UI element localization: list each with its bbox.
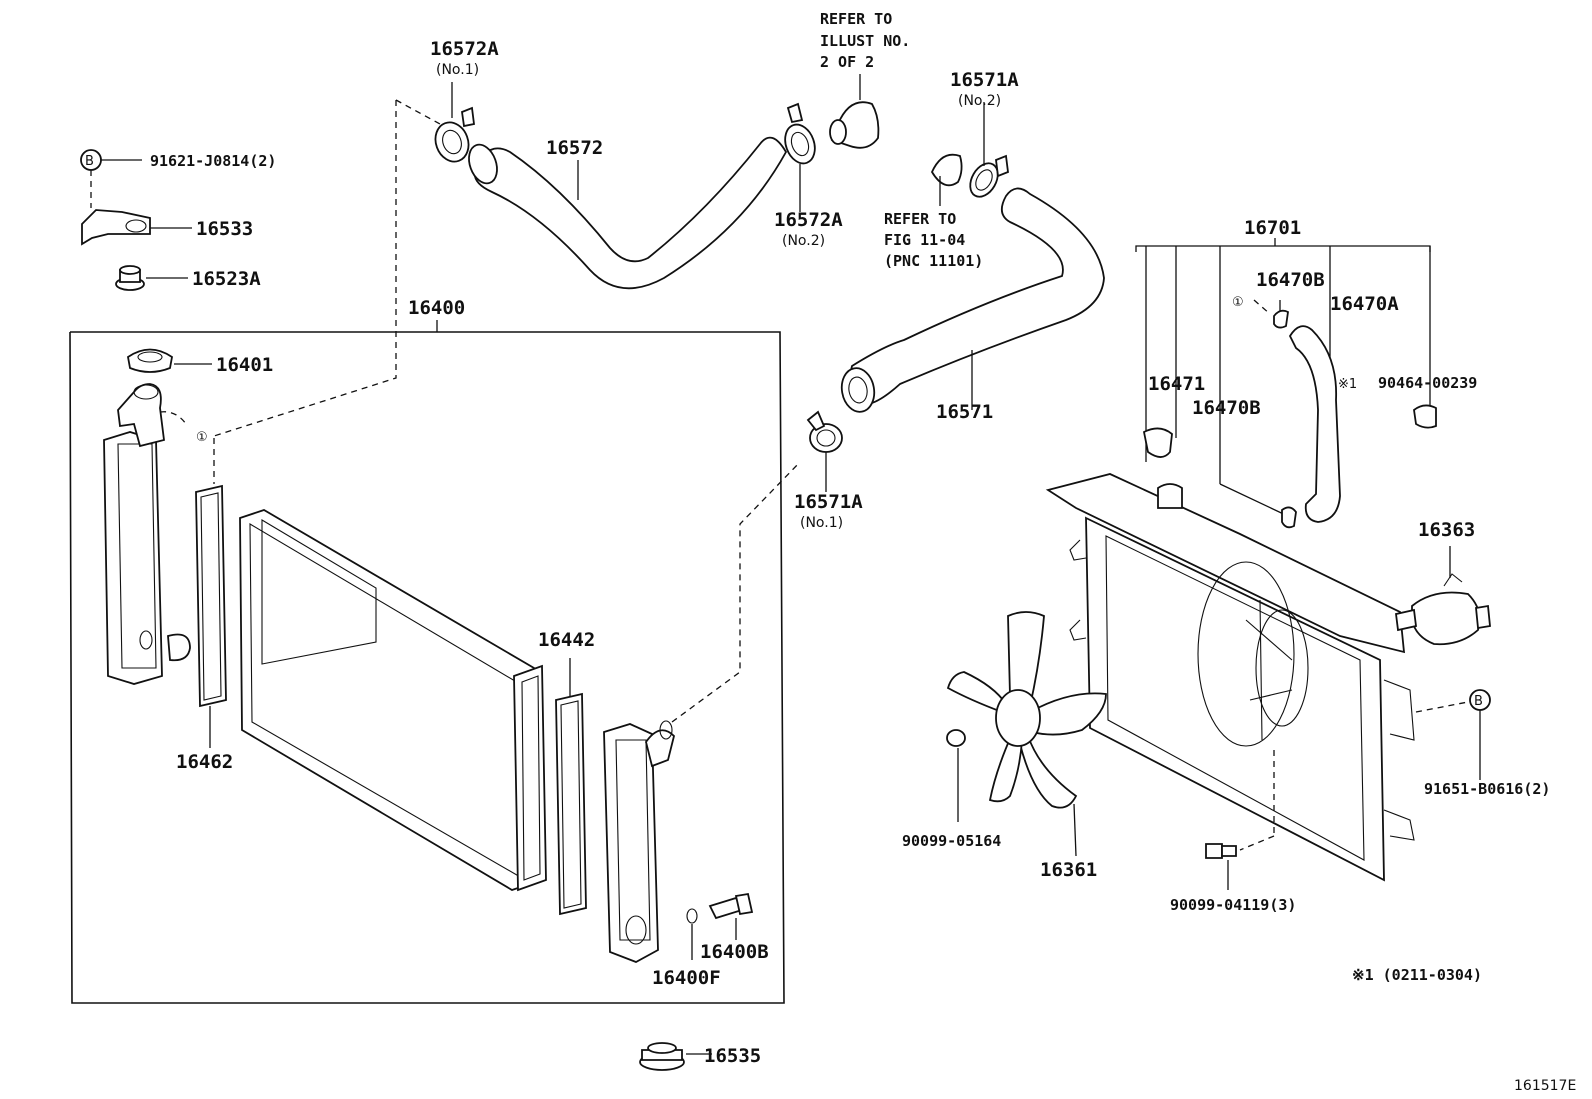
refer-illust-line1: REFER TO <box>820 10 892 28</box>
label-16363: 16363 <box>1418 519 1475 541</box>
clip-16471 <box>1142 427 1173 458</box>
radiator-assembly-frame <box>69 320 785 1004</box>
part-labels: 16572A (No.1) 16572 16572A (No.2) REFER … <box>150 10 1576 1094</box>
label-16571A-no2: 16571A <box>950 69 1019 91</box>
label-16571: 16571 <box>936 401 993 423</box>
footnote: ※1 (0211-0304) <box>1352 966 1482 984</box>
upper-hose-16572 <box>434 82 816 290</box>
clip-90464 <box>1413 404 1437 429</box>
label-90099-04119: 90099-04119(3) <box>1170 896 1296 914</box>
drain-plug-16400B <box>686 892 754 960</box>
label-16471: 16471 <box>1148 373 1205 395</box>
label-16535: 16535 <box>704 1045 761 1067</box>
label-16571A-no2-sub: (No.2) <box>958 93 1001 109</box>
grommet-16523A <box>115 265 188 291</box>
fan-motor-16363 <box>1395 546 1491 646</box>
b-marker-right: B <box>1474 694 1483 709</box>
left-tank: ① <box>103 383 208 685</box>
label-90464: 90464-00239 <box>1378 374 1477 392</box>
mount-16535 <box>639 1042 712 1071</box>
label-91621: 91621-J0814(2) <box>150 152 276 170</box>
label-16523A: 16523A <box>192 268 261 290</box>
label-16701: 16701 <box>1244 217 1301 239</box>
gasket-16442 <box>555 658 587 916</box>
label-16470A: 16470A <box>1330 293 1399 315</box>
label-16571A-no1: 16571A <box>794 491 863 513</box>
label-16442: 16442 <box>538 629 595 651</box>
fan-shroud <box>1045 473 1415 882</box>
refer-illust-line2: ILLUST NO. <box>820 32 910 50</box>
water-outlet <box>829 74 880 149</box>
asterisk-1-marker: ※1 <box>1338 377 1357 392</box>
label-16400B: 16400B <box>700 941 769 963</box>
label-16470B-top: 16470B <box>1256 269 1325 291</box>
nut-90099-05164 <box>946 729 966 822</box>
refer-fig-line2: FIG 11-04 <box>884 231 965 249</box>
bolt-b-91651: B <box>1415 689 1491 780</box>
ref-1-marker-right: ① <box>1232 295 1244 310</box>
refer-fig-line1: REFER TO <box>884 210 956 228</box>
label-16572A-no2: 16572A <box>774 209 843 231</box>
reservoir-hose-16470A: ① <box>1232 295 1341 529</box>
lower-hose-16571 <box>806 102 1105 492</box>
label-16572A-no1: 16572A <box>430 38 499 60</box>
fan-shroud-16701-bracket <box>1135 238 1431 519</box>
label-16401: 16401 <box>216 354 273 376</box>
fan-blade-16361 <box>946 611 1107 857</box>
label-16533: 16533 <box>196 218 253 240</box>
label-16400: 16400 <box>408 297 465 319</box>
label-90099-05164: 90099-05164 <box>902 832 1001 850</box>
radiator-cap-16401 <box>127 348 212 373</box>
label-16462: 16462 <box>176 751 233 773</box>
label-16572A-no2-sub: (No.2) <box>782 233 825 249</box>
label-16361: 16361 <box>1040 859 1097 881</box>
bolt-b-91621: B <box>80 149 142 208</box>
figure-id: 161517E <box>1514 1078 1576 1094</box>
bracket-16533 <box>81 209 192 246</box>
label-16572A-no1-sub: (No.1) <box>436 62 479 78</box>
radiator-core <box>239 509 547 892</box>
refer-illust-line3: 2 OF 2 <box>820 53 874 71</box>
ref-1-marker-left: ① <box>196 430 208 445</box>
label-16571A-no1-sub: (No.1) <box>800 515 843 531</box>
right-tank <box>603 720 675 963</box>
label-91651: 91651-B0616(2) <box>1424 780 1550 798</box>
refer-fig-line3: (PNC 11101) <box>884 252 983 270</box>
bolt-90099-04119 <box>1205 750 1275 890</box>
label-16572: 16572 <box>546 137 603 159</box>
label-16400F: 16400F <box>652 967 721 989</box>
gasket-16462 <box>195 438 227 748</box>
b-marker-left: B <box>85 154 94 169</box>
label-16470B-mid: 16470B <box>1192 397 1261 419</box>
